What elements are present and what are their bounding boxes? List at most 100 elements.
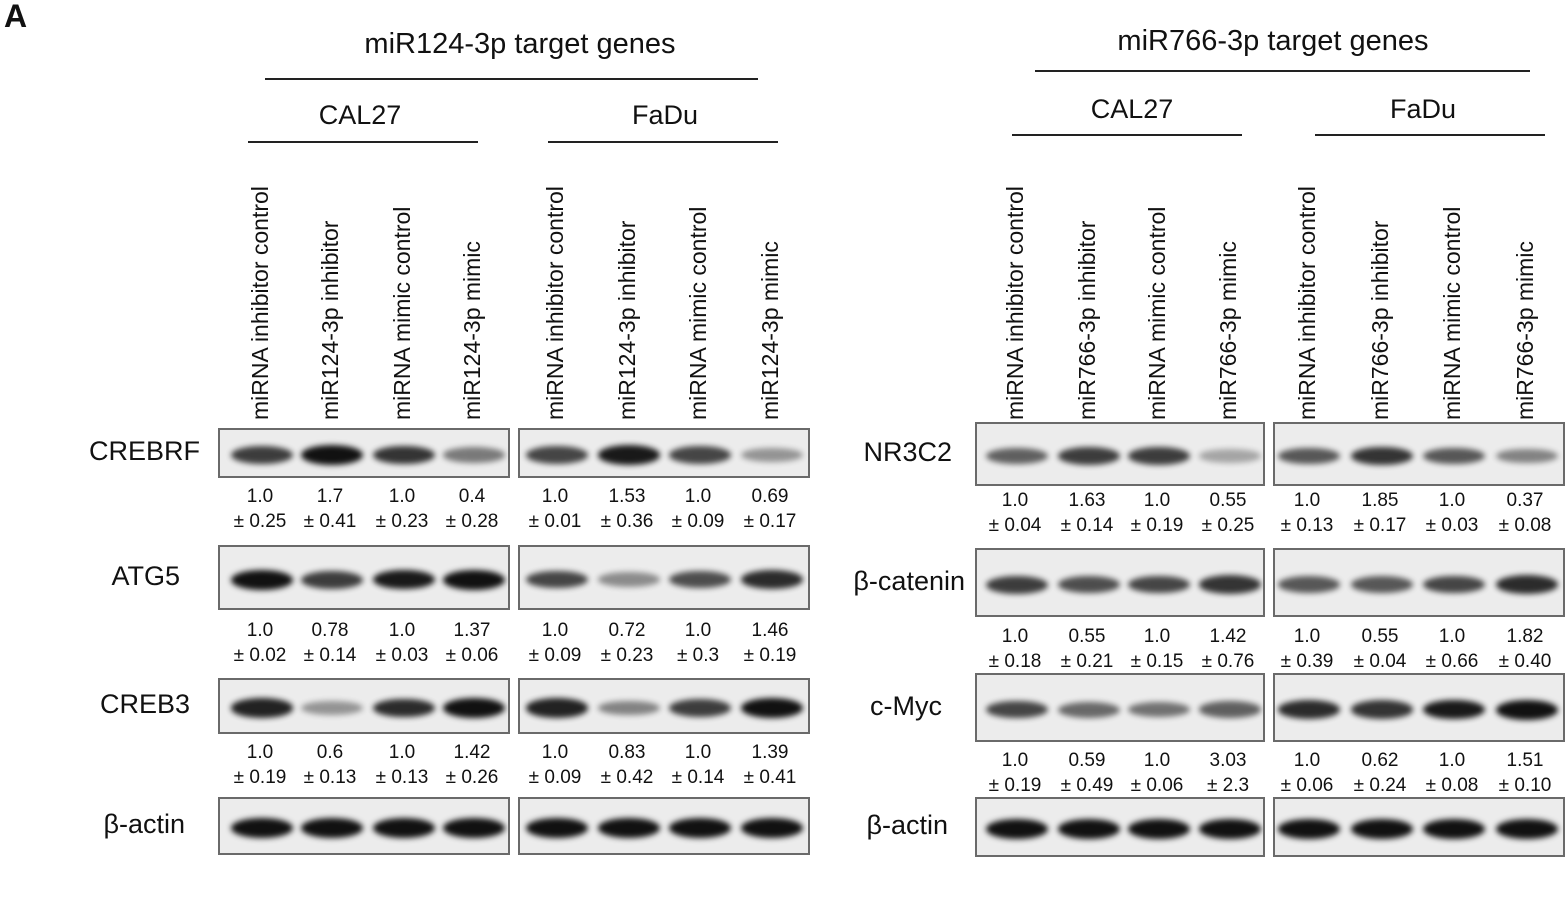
group-title-underline [1035, 70, 1530, 72]
quantification-value: 0.62± 0.24 [1354, 748, 1407, 798]
quantification-value: 1.42± 0.76 [1202, 624, 1255, 674]
lane-label: miRNA mimic control [389, 206, 415, 420]
cell-line-label: CAL27 [318, 100, 402, 130]
standard-deviation: ± 0.13 [1280, 515, 1334, 536]
quantification-value: 1.0± 0.03 [376, 618, 429, 668]
protein-band [373, 698, 435, 718]
protein-band [443, 698, 505, 718]
standard-deviation: ± 0.03 [375, 645, 429, 666]
cell-line-label: CAL27 [1090, 94, 1174, 124]
protein-band [231, 446, 293, 464]
quantification-value: 0.37± 0.08 [1499, 488, 1552, 538]
standard-deviation: ± 0.15 [1130, 651, 1184, 672]
standard-deviation: ± 0.25 [233, 511, 287, 532]
quantification-value: 0.4± 0.28 [446, 484, 499, 534]
relative-expression: 0.72 [608, 620, 646, 641]
relative-expression: 0.83 [608, 742, 646, 763]
relative-expression: 1.37 [453, 620, 491, 641]
standard-deviation: ± 0.17 [743, 511, 797, 532]
relative-expression: 1.0 [1001, 750, 1029, 771]
protein-band [1058, 701, 1120, 718]
relative-expression: 1.85 [1361, 490, 1399, 511]
quantification-value: 1.0± 0.13 [1281, 488, 1334, 538]
protein-band [1199, 575, 1261, 594]
protein-label: CREB3 [99, 689, 190, 719]
relative-expression: 1.42 [453, 742, 491, 763]
protein-band [1423, 819, 1485, 839]
cell-line-label: FaDu [1389, 94, 1457, 124]
relative-expression: 1.53 [608, 486, 646, 507]
protein-band [1128, 701, 1190, 718]
relative-expression: 1.0 [1143, 490, 1171, 511]
quantification-value: 1.0± 0.66 [1426, 624, 1479, 674]
relative-expression: 1.0 [541, 486, 569, 507]
protein-band [1199, 701, 1261, 718]
relative-expression: 1.0 [1001, 626, 1029, 647]
standard-deviation: ± 0.49 [1060, 775, 1114, 796]
protein-band [741, 448, 803, 462]
standard-deviation: ± 0.23 [375, 511, 429, 532]
protein-band [1278, 447, 1340, 465]
standard-deviation: ± 0.08 [1425, 775, 1479, 796]
protein-band [1128, 447, 1190, 465]
relative-expression: 1.7 [316, 486, 344, 507]
standard-deviation: ± 0.25 [1201, 515, 1255, 536]
relative-expression: 1.0 [1293, 626, 1321, 647]
relative-expression: 0.55 [1068, 626, 1106, 647]
standard-deviation: ± 0.39 [1280, 651, 1334, 672]
standard-deviation: ± 0.18 [988, 651, 1042, 672]
protein-label: c-Myc [870, 690, 942, 721]
standard-deviation: ± 0.24 [1353, 775, 1407, 796]
cell-line-underline [248, 141, 478, 143]
protein-band [301, 570, 363, 589]
protein-band [669, 818, 731, 838]
standard-deviation: ± 0.23 [600, 645, 654, 666]
quantification-value: 1.0 ± 0.39 [1281, 624, 1334, 674]
lane-label: miR766-3p mimic [1215, 241, 1241, 420]
quantification-value: 0.59 ± 0.49 [1061, 748, 1114, 798]
blot-panel [975, 797, 1265, 857]
blot-panel [975, 548, 1265, 617]
lane-label: miR124-3p inhibitor [317, 220, 343, 420]
relative-expression: 0.6 [316, 742, 344, 763]
quantification-value: 1.46± 0.19 [744, 618, 797, 668]
protein-band [669, 446, 731, 464]
quantification-value: 1.0 ± 0.19 [1131, 488, 1184, 538]
lane-label: miRNA inhibitor control [1002, 186, 1028, 420]
standard-deviation: ± 0.76 [1201, 651, 1255, 672]
relative-expression: 1.0 [1143, 626, 1171, 647]
relative-expression: 0.69 [751, 486, 789, 507]
relative-expression: 1.39 [751, 742, 789, 763]
standard-deviation: ± 0.40 [1498, 651, 1552, 672]
standard-deviation: ± 0.08 [1498, 515, 1552, 536]
standard-deviation: ± 0.09 [528, 645, 582, 666]
blot-panel [975, 422, 1265, 486]
protein-band [1351, 819, 1413, 839]
protein-band [301, 445, 363, 465]
quantification-value: 1.0± 0.14 [672, 740, 725, 790]
relative-expression: 0.59 [1068, 750, 1106, 771]
lane-label: miR124-3p inhibitor [614, 220, 640, 420]
quantification-value: 1.51± 0.10 [1499, 748, 1552, 798]
protein-band [1496, 575, 1558, 594]
quantification-value: 1.63± 0.14 [1061, 488, 1114, 538]
standard-deviation: ± 0.19 [988, 775, 1042, 796]
relative-expression: 3.03 [1209, 750, 1247, 771]
relative-expression: 0.78 [311, 620, 349, 641]
lane-label: miRNA mimic control [1144, 206, 1170, 420]
blot-panel [518, 545, 810, 610]
protein-band [986, 575, 1048, 594]
relative-expression: 1.0 [1438, 750, 1466, 771]
protein-band [669, 699, 731, 717]
protein-band [598, 445, 660, 465]
cell-line-label: FaDu [631, 100, 699, 130]
protein-band [231, 818, 293, 838]
standard-deviation: ± 0.14 [671, 767, 725, 788]
standard-deviation: ± 0.41 [743, 767, 797, 788]
standard-deviation: ± 0.19 [1130, 515, 1184, 536]
quantification-value: 1.0± 0.06 [1131, 748, 1184, 798]
protein-band [373, 445, 435, 465]
protein-band [986, 700, 1048, 719]
lane-label: miR124-3p mimic [757, 241, 783, 420]
relative-expression: 1.0 [541, 742, 569, 763]
